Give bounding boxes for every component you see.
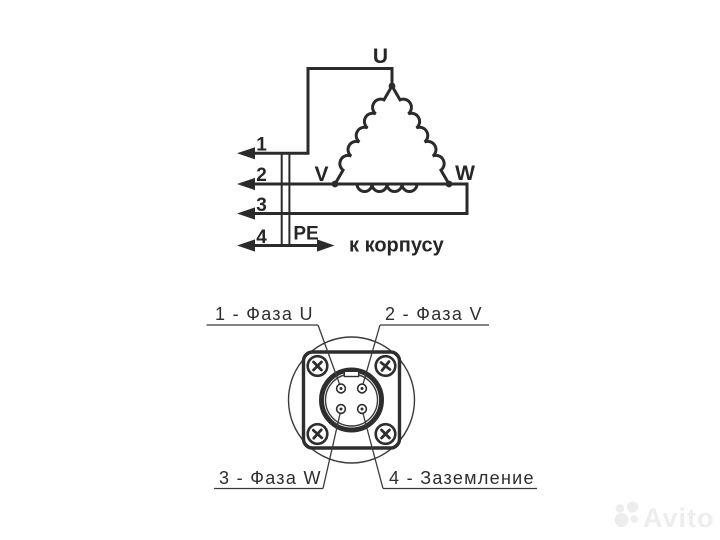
wire-3-arrowhead <box>237 207 255 220</box>
winding-u-w-coil <box>390 85 451 185</box>
junction-dot-w <box>445 180 453 188</box>
connector-barrel-ring <box>319 367 384 433</box>
terminal-w-label: W <box>455 162 475 185</box>
pin-4-label: 4 - Заземление <box>389 468 535 488</box>
pe-chassis-arrowhead <box>317 239 335 252</box>
pin-1 <box>335 383 347 394</box>
screw-top-left <box>306 354 329 378</box>
pin-1-label: 1 - Фаза U <box>215 304 314 324</box>
pin-3-label: 3 - Фаза W <box>219 468 322 488</box>
connector-flange <box>301 350 402 450</box>
wire-4-arrowhead <box>237 239 255 252</box>
junction-dot-v <box>331 180 339 188</box>
wire-1-arrowhead <box>237 147 255 160</box>
screw-bottom-left <box>306 422 329 446</box>
wire-1-line <box>254 67 394 155</box>
pin-2-leader-line <box>362 324 381 385</box>
screw-top-right <box>374 354 397 378</box>
wire-2-number-label: 2 <box>256 165 267 186</box>
terminal-u-label: U <box>373 45 388 68</box>
pin-center-dot <box>339 407 343 411</box>
connector-face-circle <box>324 373 379 427</box>
cable-bundle-lines <box>280 152 291 247</box>
winding-v-w-coil <box>355 183 419 193</box>
connector-pinout-diagram: 1 - Фаза U 2 - Фаза V 3 - Фаза W 4 - Заз… <box>206 304 537 490</box>
junction-dot-u <box>388 82 396 90</box>
connector-outline-circle <box>287 336 416 464</box>
pe-label: PE <box>293 224 318 245</box>
phillips-cross-icon <box>311 428 324 440</box>
pin-center-dot <box>360 407 364 411</box>
avito-watermark: Avito <box>614 501 715 533</box>
pin-4 <box>356 403 368 415</box>
pin-2-label: 2 - Фаза V <box>385 304 483 324</box>
screw-bottom-right <box>374 422 397 446</box>
phillips-cross-icon <box>379 360 392 372</box>
pin-2 <box>356 383 368 394</box>
chassis-note-label: к корпусу <box>349 235 445 257</box>
pin-4-leader-line <box>362 412 384 489</box>
pin-center-dot <box>360 387 364 390</box>
wire-2-arrowhead <box>237 177 255 191</box>
delta-connection-diagram: U V W 1 2 3 4 PE к корпусу <box>237 45 475 257</box>
wire-1-number-label: 1 <box>256 135 267 156</box>
terminal-v-label: V <box>314 163 328 186</box>
wire-4-number-label: 4 <box>256 227 267 248</box>
keying-notch <box>343 370 360 378</box>
pin-3 <box>335 403 347 415</box>
pin-1-leader-line <box>317 324 341 385</box>
pin-center-dot <box>339 387 343 390</box>
wire-3-line <box>254 182 469 215</box>
avito-watermark-text: Avito <box>643 503 715 533</box>
winding-u-v-coil <box>333 85 394 185</box>
phillips-cross-icon <box>312 360 323 372</box>
pin-3-leader-line <box>322 412 341 489</box>
phillips-cross-icon <box>380 428 391 440</box>
wire-3-number-label: 3 <box>256 195 267 216</box>
avito-logo-icon <box>614 501 639 527</box>
